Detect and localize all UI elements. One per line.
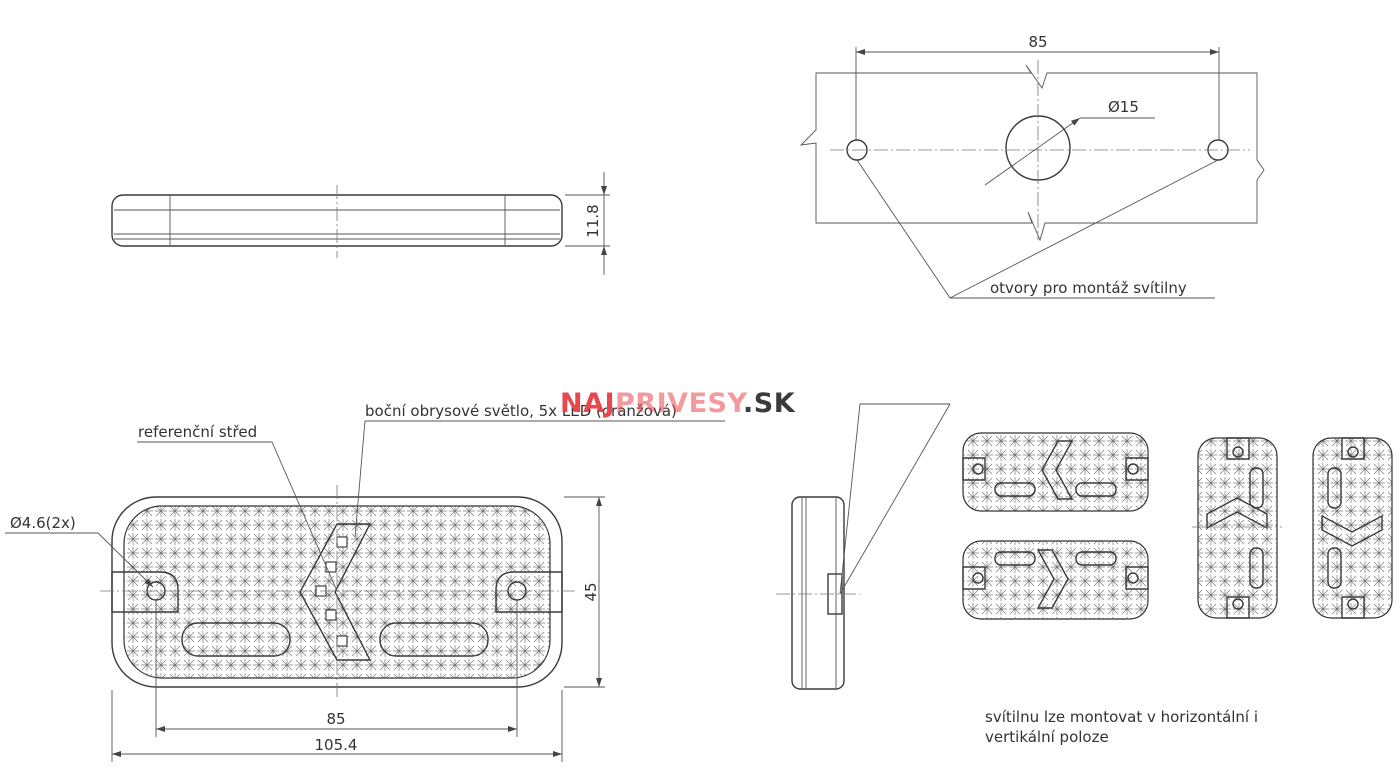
- front-spacing-dim: 85: [326, 710, 345, 728]
- front-view: referenční střed boční obrysové světlo, …: [5, 402, 725, 762]
- watermark: NAJPRIVESY.SK: [560, 388, 796, 419]
- orientation-note-line1: svítilnu lze montovat v horizontální i: [985, 708, 1258, 726]
- horizontal-view-right: [962, 540, 1149, 620]
- side-profile: [776, 403, 951, 690]
- plate-hole-dim: Ø15: [1108, 98, 1139, 116]
- side-light-label: boční obrysové světlo, 5x LED (oranžová): [365, 402, 677, 420]
- plate-spacing-dim: 85: [1028, 33, 1047, 51]
- mount-holes-note: otvory pro montáž svítilny: [990, 279, 1187, 297]
- front-hole-dim: Ø4.6(2x): [10, 514, 76, 532]
- horizontal-view-left: [962, 432, 1149, 512]
- watermark-part2: PRIVESY: [615, 388, 747, 419]
- orientation-note-line2: vertikální poloze: [985, 728, 1109, 746]
- vertical-view-up: [1192, 437, 1282, 619]
- vertical-view-down: [1312, 437, 1393, 619]
- front-height-dim: 45: [582, 582, 600, 601]
- front-length-dim: 105.4: [315, 736, 358, 754]
- side-view: 11.8: [111, 172, 610, 275]
- mounting-plate: 85 Ø15 otvory pro montáž svítilny: [799, 33, 1265, 299]
- side-height-dim: 11.8: [584, 204, 602, 237]
- watermark-part1: NAJ: [560, 388, 615, 419]
- watermark-part3: .SK: [743, 388, 796, 419]
- reference-center-label: referenční střed: [138, 423, 257, 441]
